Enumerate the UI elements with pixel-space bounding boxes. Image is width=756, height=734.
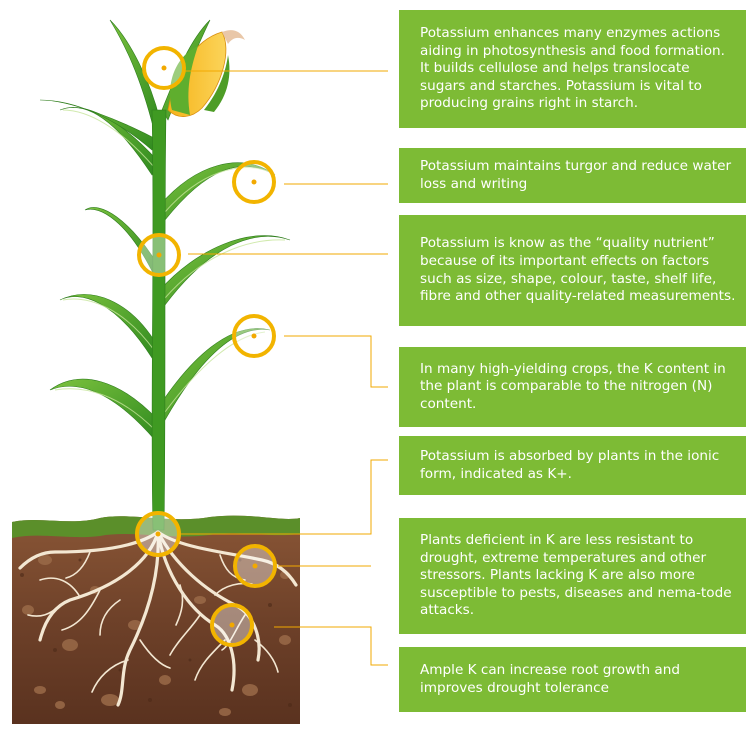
connector-lines: [181, 70, 388, 666]
fact-box-deficiency: Plants deficient in K are less resistant…: [399, 518, 746, 634]
connector-line-4: [284, 335, 388, 388]
fact-text-quality: Potassium is know as the “quality nutrie…: [420, 235, 736, 305]
fact-text-ionic: Potassium is absorbed by plants in the i…: [420, 447, 720, 482]
fact-text-turgor: Potassium maintains turgor and reduce wa…: [420, 157, 732, 192]
fact-text-roots: Ample K can increase root growth and imp…: [420, 661, 680, 696]
fact-text-deficiency: Plants deficient in K are less resistant…: [420, 532, 732, 619]
fact-box-enzymes: Potassium enhances many enzymes actions …: [399, 10, 746, 128]
fact-text-nitrogen: In many high-yielding crops, the K conte…: [420, 360, 726, 412]
corn-cob: [167, 30, 245, 117]
connector-line-7: [274, 626, 388, 666]
fact-box-turgor: Potassium maintains turgor and reduce wa…: [399, 148, 746, 203]
soil-block: [12, 515, 300, 724]
fact-box-quality: Potassium is know as the “quality nutrie…: [399, 215, 746, 326]
fact-box-ionic: Potassium is absorbed by plants in the i…: [399, 436, 746, 495]
fact-text-enzymes: Potassium enhances many enzymes actions …: [420, 25, 725, 112]
connector-line-5: [181, 459, 388, 535]
stalk: [151, 109, 167, 531]
fact-box-nitrogen: In many high-yielding crops, the K conte…: [399, 347, 746, 427]
fact-box-roots: Ample K can increase root growth and imp…: [399, 647, 746, 712]
leaf-veins: [54, 109, 286, 431]
marker-dots: [155, 65, 258, 628]
